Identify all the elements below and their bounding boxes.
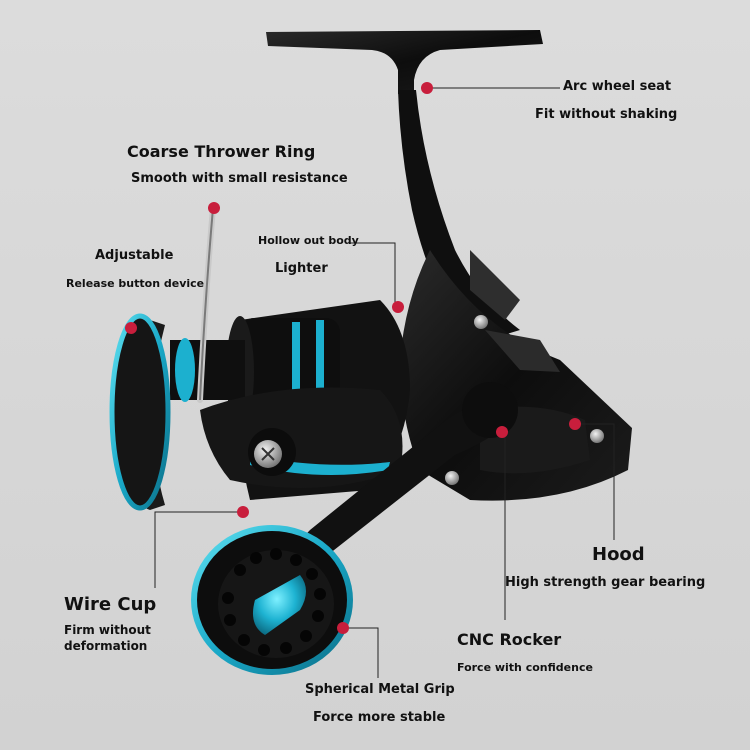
hollow-out-body-title: Hollow out body: [258, 234, 359, 247]
spherical-metal-grip-subtitle: Force more stable: [313, 710, 446, 725]
spool-assembly: [109, 300, 410, 511]
cnc-rocker-title: CNC Rocker: [457, 630, 562, 649]
spherical-metal-grip-title: Spherical Metal Grip: [305, 682, 455, 697]
arc-wheel-seat-subtitle: Fit without shaking: [535, 107, 678, 122]
wire-cup-subtitle-line1: Firm without: [64, 623, 151, 637]
wire-cup-title: Wire Cup: [64, 594, 157, 615]
marker-hollow-out-body: [392, 301, 404, 313]
marker-adjustable-release: [125, 322, 137, 334]
coarse-thrower-ring-title: Coarse Thrower Ring: [127, 142, 316, 161]
marker-arc-wheel-seat: [421, 82, 433, 94]
marker-coarse-thrower-ring: [208, 202, 220, 214]
callout-markers: [125, 82, 581, 634]
cnc-rocker-subtitle: Force with confidence: [457, 661, 593, 674]
callout-leader-lines: [154, 87, 615, 678]
marker-spherical-metal-grip: [337, 622, 349, 634]
hood-title: Hood: [592, 544, 645, 565]
line-roller: [248, 428, 296, 476]
marker-hood: [569, 418, 581, 430]
coarse-thrower-ring-subtitle: Smooth with small resistance: [131, 171, 348, 186]
handle-knob: [191, 525, 353, 675]
bail-wire: [197, 205, 216, 403]
hood-subtitle: High strength gear bearing: [505, 575, 706, 590]
crank-arm: [298, 382, 518, 565]
marker-cnc-rocker: [496, 426, 508, 438]
wire-cup-subtitle-line2: deformation: [64, 639, 148, 653]
arc-wheel-seat-title: Arc wheel seat: [563, 79, 672, 94]
marker-wire-cup: [237, 506, 249, 518]
adjustable-title: Adjustable: [95, 248, 174, 263]
release-button-subtitle: Release button device: [66, 277, 205, 290]
body-screws: [445, 315, 604, 485]
hollow-out-body-subtitle: Lighter: [275, 261, 328, 276]
